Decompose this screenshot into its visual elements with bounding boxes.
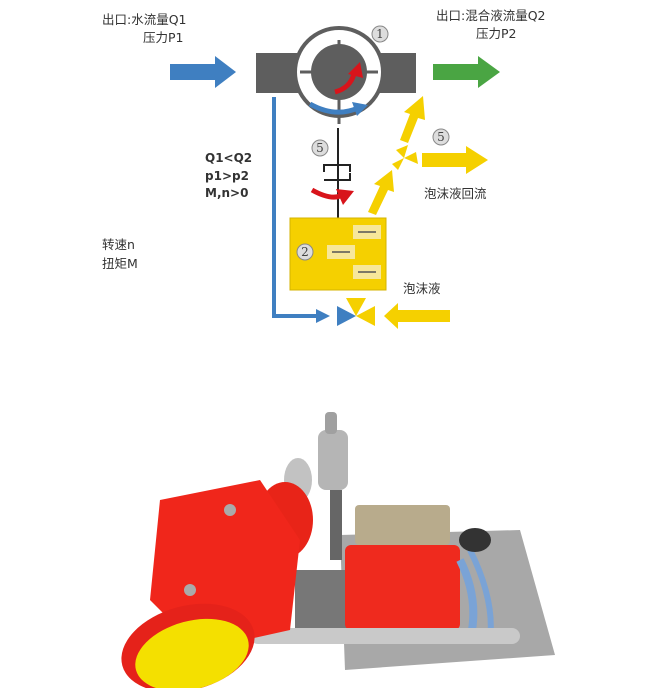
foam-out-arrow bbox=[368, 170, 394, 215]
foam-return-arrow bbox=[422, 146, 488, 174]
return-valve bbox=[396, 145, 408, 158]
outlet-label: 出口:混合液流量Q2 bbox=[436, 8, 546, 23]
condition-flow: Q1<Q2 bbox=[205, 151, 252, 165]
outlet-pressure-label: 压力P2 bbox=[476, 26, 517, 41]
marker-2 bbox=[296, 243, 314, 261]
svg-text:1: 1 bbox=[376, 27, 384, 41]
svg-text:5: 5 bbox=[437, 130, 445, 144]
foam-label: 泡沫液 bbox=[403, 281, 441, 296]
inlet-pressure-label: 压力P1 bbox=[143, 30, 184, 45]
rotation-arrow-icon bbox=[334, 73, 357, 95]
marker-3 bbox=[311, 139, 329, 157]
condition-torque: M,n>0 bbox=[205, 186, 248, 200]
pipe bbox=[250, 628, 520, 644]
water-flow-arrow-icon bbox=[308, 101, 359, 115]
condition-pressure: p1>p2 bbox=[205, 169, 249, 183]
foam-pump-body bbox=[345, 545, 460, 630]
foam-inlet-arrow bbox=[384, 303, 450, 329]
marker-5 bbox=[432, 128, 450, 146]
speed-label: 转速n bbox=[102, 237, 135, 252]
mix-outlet-arrow bbox=[433, 56, 500, 88]
water-inlet-arrow bbox=[170, 56, 236, 88]
coupling-rotation-icon bbox=[310, 187, 341, 200]
marker-1 bbox=[371, 25, 389, 43]
foam-to-outlet-arrow bbox=[400, 96, 425, 143]
svg-text:2: 2 bbox=[301, 245, 309, 259]
inlet-label: 出口:水流量Q1 bbox=[102, 12, 187, 27]
pump-head bbox=[355, 505, 450, 545]
mixing-valve bbox=[337, 306, 356, 326]
svg-text:5: 5 bbox=[316, 141, 324, 155]
pump-unit-photo bbox=[121, 412, 555, 688]
torque-label: 扭矩M bbox=[102, 256, 138, 271]
foam-return-label: 泡沫液回流 bbox=[424, 186, 487, 201]
yellow-cap bbox=[135, 618, 249, 688]
coupling bbox=[323, 164, 351, 181]
water-bypass-line bbox=[272, 97, 318, 318]
relief-valve bbox=[318, 430, 348, 490]
